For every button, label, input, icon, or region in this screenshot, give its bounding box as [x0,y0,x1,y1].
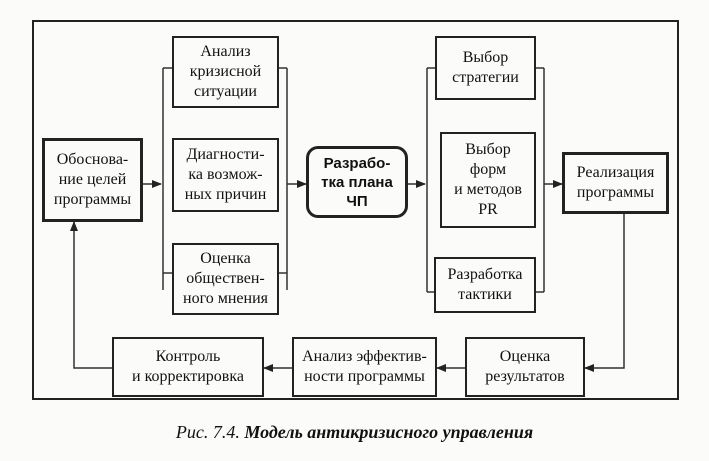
box-forms-methods: Выбор форм и методов PR [440,132,536,228]
box-control: Контроль и корректировка [112,337,264,397]
diagram-frame [32,20,679,400]
box-efficiency: Анализ эффектив- ности программы [292,337,437,397]
box-goals: Обоснова- ние целей программы [42,138,143,222]
caption-prefix: Рис. 7.4. [175,422,240,442]
box-strategy: Выбор стратегии [435,36,536,100]
figure-caption: Рис. 7.4. Модель антикризисного управлен… [0,422,709,443]
box-tactics: Разработка тактики [434,257,536,313]
box-evaluation: Оценка результатов [465,337,585,397]
box-implementation: Реализация программы [562,152,669,214]
caption-title: Модель антикризисного управления [244,422,534,442]
box-diagnostics: Диагности- ка возмож- ных причин [172,138,279,212]
box-crisis-analysis: Анализ кризисной ситуации [172,36,279,108]
arrow-control-to-goals [70,221,112,369]
arrow-implementation-to-evaluation [584,214,625,372]
box-public-opinion: Оценка обществен- ного мнения [172,243,279,315]
box-plan: Разрабо- тка плана ЧП [306,146,408,218]
